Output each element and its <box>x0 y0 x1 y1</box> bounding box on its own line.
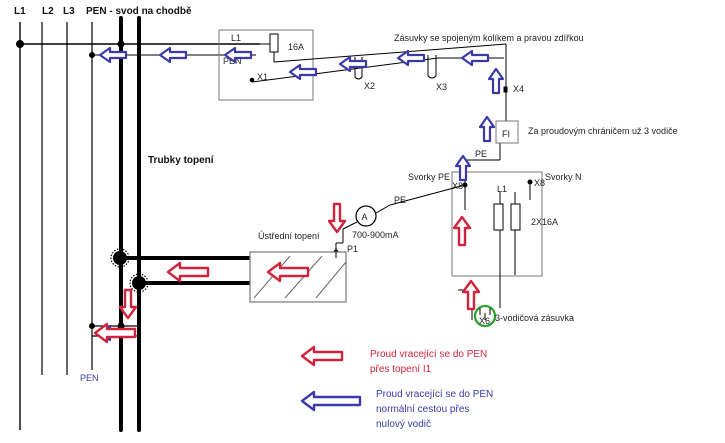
heating-label: Ústřední topení <box>258 231 320 241</box>
socket-X3-label: X3 <box>436 82 447 92</box>
socket-X6-label: X6 <box>479 316 490 326</box>
L2-header-label: L2 <box>42 6 54 17</box>
breaker2-L1-label: L1 <box>497 184 507 194</box>
L1-to-sockets-line <box>273 43 507 63</box>
terminal-X8-left-label: X8 <box>452 181 463 191</box>
red-arrow-up-2 <box>461 279 481 311</box>
red-arrow-pen <box>93 322 137 344</box>
pe-label-top: PE <box>475 149 487 159</box>
pipe-clamp-1 <box>113 251 127 265</box>
red-arrow-pipe <box>166 261 210 283</box>
top-box-L1-label: L1 <box>231 33 241 43</box>
P1-label: P1 <box>347 244 358 254</box>
legend-red-line1: Proud vracející se do PEN <box>370 349 487 360</box>
pipes-label: Trubky topení <box>148 155 215 166</box>
L1-header-label: L1 <box>14 6 26 17</box>
socket-X4-label: X4 <box>513 84 524 94</box>
socket-X1-label: X1 <box>257 72 268 82</box>
ammeter-symbol: A <box>362 212 368 222</box>
heating-pipes <box>119 16 260 432</box>
rcd-FI-box <box>495 120 519 144</box>
svorky-pe-label: Svorky PE <box>408 172 450 182</box>
svorky-n-label: Svorky N <box>545 172 582 182</box>
red-arrow-up-1 <box>452 215 472 247</box>
pe-wire-label: PE <box>394 195 406 205</box>
top-distribution-box <box>218 29 314 101</box>
breaker-16A-icon <box>260 33 279 62</box>
socket-X6-icon <box>479 308 491 320</box>
pen-header-label: PEN - svod na chodbě <box>86 6 192 17</box>
pen-bottom-label: PEN <box>80 373 99 383</box>
breaker-16A-label: 16A <box>288 42 304 52</box>
terminal-box-wiring <box>389 159 533 320</box>
legend-blue-line2: normální cestou přes <box>376 404 469 415</box>
blue-arrow-2 <box>158 46 188 64</box>
blue-arrow-up-2 <box>478 115 496 143</box>
pipe-clamp-2 <box>132 276 146 290</box>
legend-blue-line1: Proud vracející se do PEN <box>376 389 493 400</box>
breaker-2x16A-label: 2X16A <box>531 217 558 227</box>
socket-X6-highlight-icon <box>473 304 497 328</box>
red-arrows <box>93 202 481 344</box>
pipe-clamps <box>110 248 149 293</box>
red-arrow-down-1 <box>327 202 347 234</box>
socket-3wire-label: 3-vodičová zásuvka <box>495 313 574 323</box>
socket-X2-label: X2 <box>364 81 375 91</box>
legend-red-line2: přes topení I1 <box>370 364 432 375</box>
legend: Proud vracející se do PEN přes topení I1… <box>300 345 493 430</box>
fi-note-label: Za proudovým chráničem už 3 vodiče <box>528 126 678 136</box>
legend-red-arrow-icon <box>300 345 344 367</box>
terminal-X8-right-label: X8 <box>534 178 545 188</box>
ammeter-icon <box>355 205 377 227</box>
main-conductors <box>19 22 93 430</box>
blue-arrow-7 <box>460 49 490 67</box>
blue-arrow-up-1 <box>487 67 505 95</box>
legend-blue-arrow-icon <box>300 390 362 412</box>
L3-header-label: L3 <box>63 6 75 17</box>
sockets-title-label: Zásuvky se spojeným kolíkem a pravou zdí… <box>394 33 584 43</box>
ammeter-reading: 700-900mA <box>352 230 399 240</box>
terminal-box <box>451 171 543 277</box>
legend-blue-line3: nulový vodič <box>376 419 431 430</box>
rcd-FI-label: FI <box>502 129 510 139</box>
